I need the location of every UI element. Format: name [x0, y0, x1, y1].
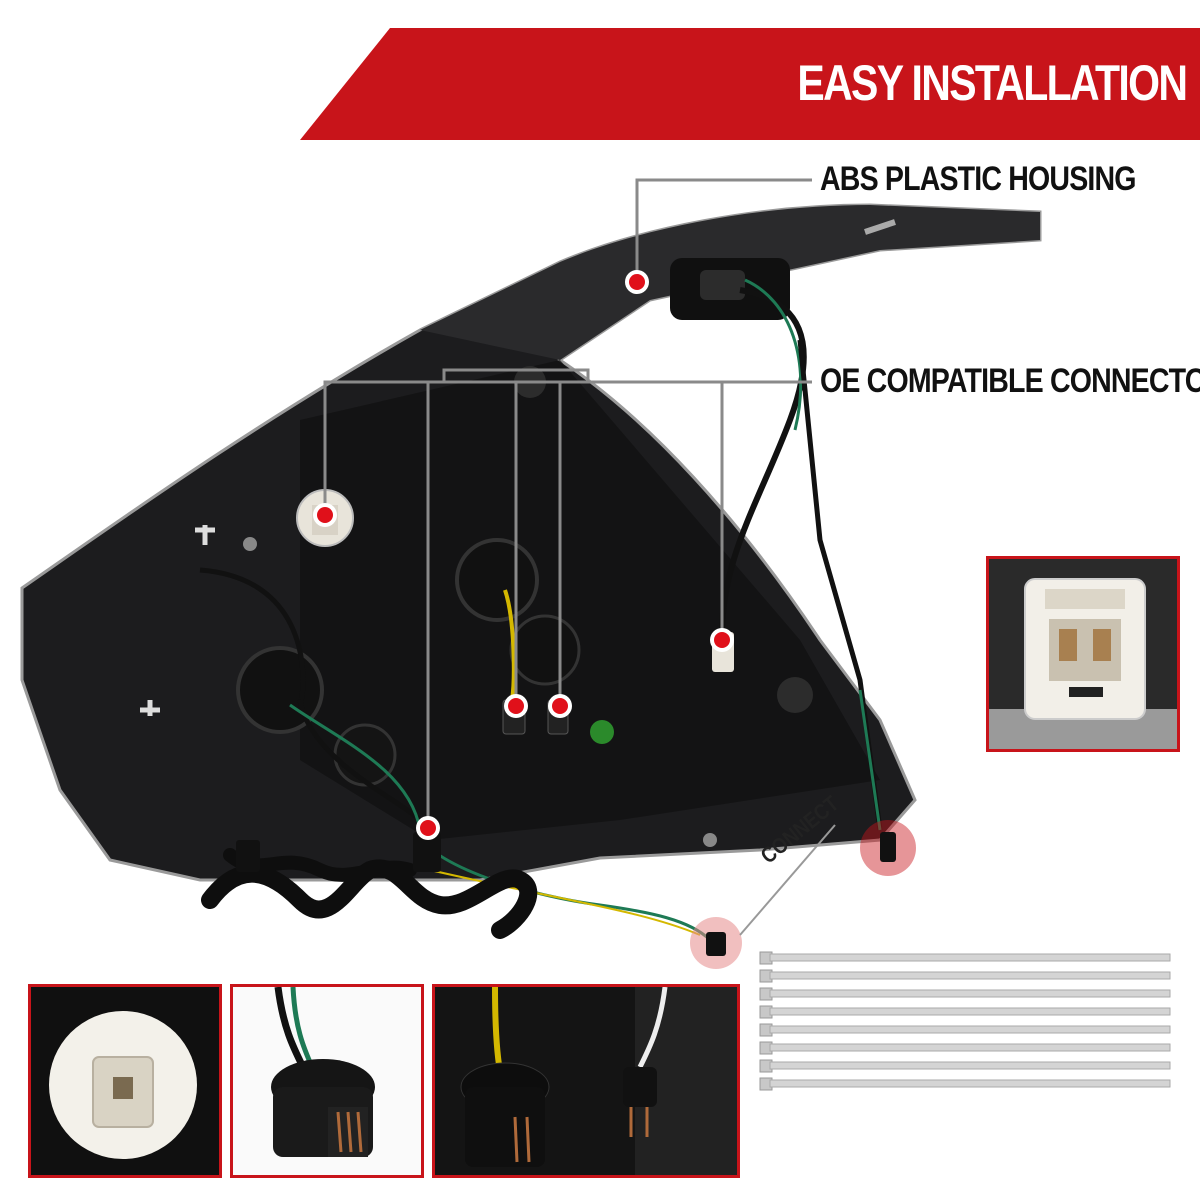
inset-bulb-socket — [28, 984, 222, 1178]
inset-socket-pair — [432, 984, 740, 1178]
callout-markers — [313, 270, 734, 840]
wiring-harness — [199, 278, 883, 942]
callout-abs-plastic-housing: ABS PLASTIC HOUSING — [820, 160, 1137, 198]
harness-plug-connector — [706, 932, 726, 956]
connect-line — [739, 824, 836, 936]
zip-tie — [759, 969, 1171, 983]
zip-tie — [759, 1041, 1171, 1055]
banner-title: EASY INSTALLATION — [797, 55, 1188, 111]
zip-tie — [759, 1023, 1171, 1037]
zip-tie — [759, 987, 1171, 1001]
tail-light-housing — [20, 203, 1042, 882]
title-banner: EASY INSTALLATION — [300, 28, 1200, 140]
harness-connector — [236, 840, 260, 872]
zip-tie — [759, 1005, 1171, 1019]
zip-ties — [759, 951, 1171, 1091]
callout-oe-compatible-connectors: OE COMPATIBLE CONNECTORS — [820, 362, 1200, 400]
leader-lines — [323, 178, 812, 828]
harness-plug-connector — [880, 832, 896, 862]
harness-connector — [413, 832, 441, 872]
zip-tie — [759, 1077, 1171, 1091]
zip-tie — [759, 1059, 1171, 1073]
inset-wedge-socket — [230, 984, 424, 1178]
inset-white-connector — [986, 556, 1180, 752]
zip-tie — [759, 951, 1171, 965]
